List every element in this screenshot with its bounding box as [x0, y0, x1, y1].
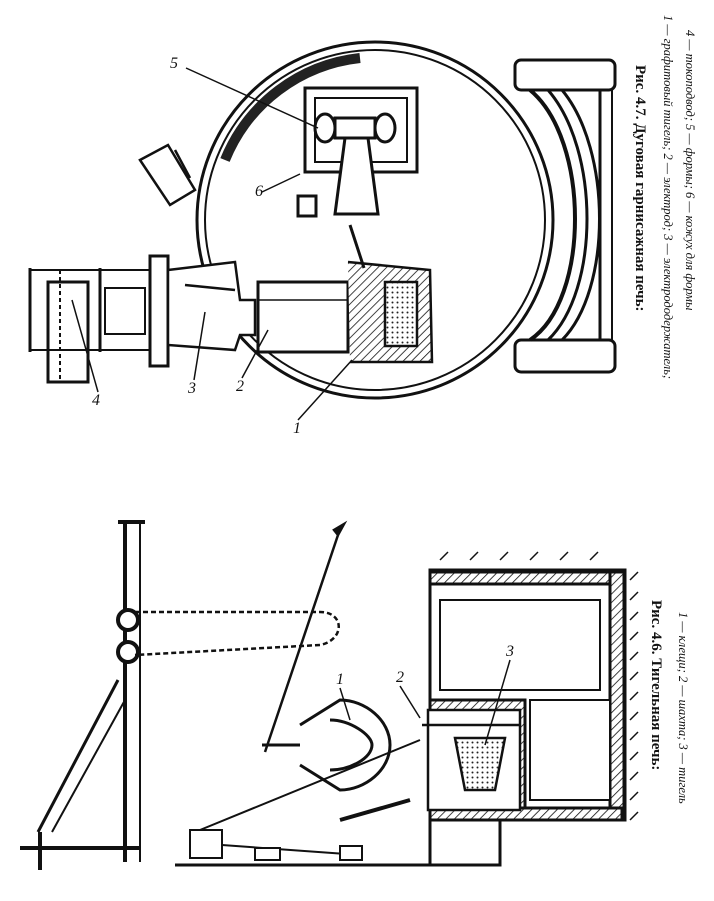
fig47-caption-legend-line2: 4 — токоподвод; 5 — формы; 6 — кожух для…: [683, 30, 697, 311]
fig46-caption-legend: 1 — клещи; 2 — шахта; 3 — тигель: [676, 612, 690, 804]
hoist-frame: [20, 520, 145, 870]
fig46-drawing: [20, 520, 639, 870]
callout-3: 3: [187, 380, 196, 397]
counterweights: [189, 739, 421, 861]
hoist-chain: [134, 610, 340, 657]
hinge-bracket: [138, 143, 197, 207]
callout-2: 2: [396, 669, 404, 686]
fig47-caption-title: Рис. 4.7. Дуговая гарнисажная печь:: [632, 65, 648, 312]
callout-1: 1: [336, 671, 344, 688]
ground-marks: [439, 551, 639, 821]
callout-3: 3: [505, 643, 514, 660]
current-lead: [28, 254, 170, 384]
fig47-caption-legend-line1: 1 — графитовый тигель; 2 — электрод; 3 —…: [661, 15, 675, 380]
callout-1: 1: [293, 420, 301, 437]
furnace-shell: [195, 40, 555, 400]
fig47-leaders: [71, 67, 353, 421]
mould-casing: [296, 86, 419, 218]
fig47-drawing: [28, 40, 617, 421]
fig46-leaders: [339, 659, 511, 746]
fig46-callout-labels: 1 2 3: [336, 643, 514, 688]
crucible-shaft: [422, 708, 522, 812]
fig46-caption-title: Рис. 4.6. Тигельная печь:: [648, 600, 664, 771]
callout-6: 6: [255, 183, 263, 200]
graphite-crucible: [347, 224, 434, 364]
electrode: [256, 280, 350, 354]
support-cradle: [513, 58, 617, 374]
callout-2: 2: [236, 378, 244, 395]
tongs: [262, 698, 392, 792]
fig47-callout-labels: 1 2 3 4 5 6: [92, 55, 301, 437]
stirring-rod: [263, 520, 348, 753]
callout-5: 5: [170, 55, 178, 72]
callout-4: 4: [92, 392, 100, 409]
furnace-pit: [175, 568, 627, 867]
electrode-holder: [166, 260, 257, 352]
